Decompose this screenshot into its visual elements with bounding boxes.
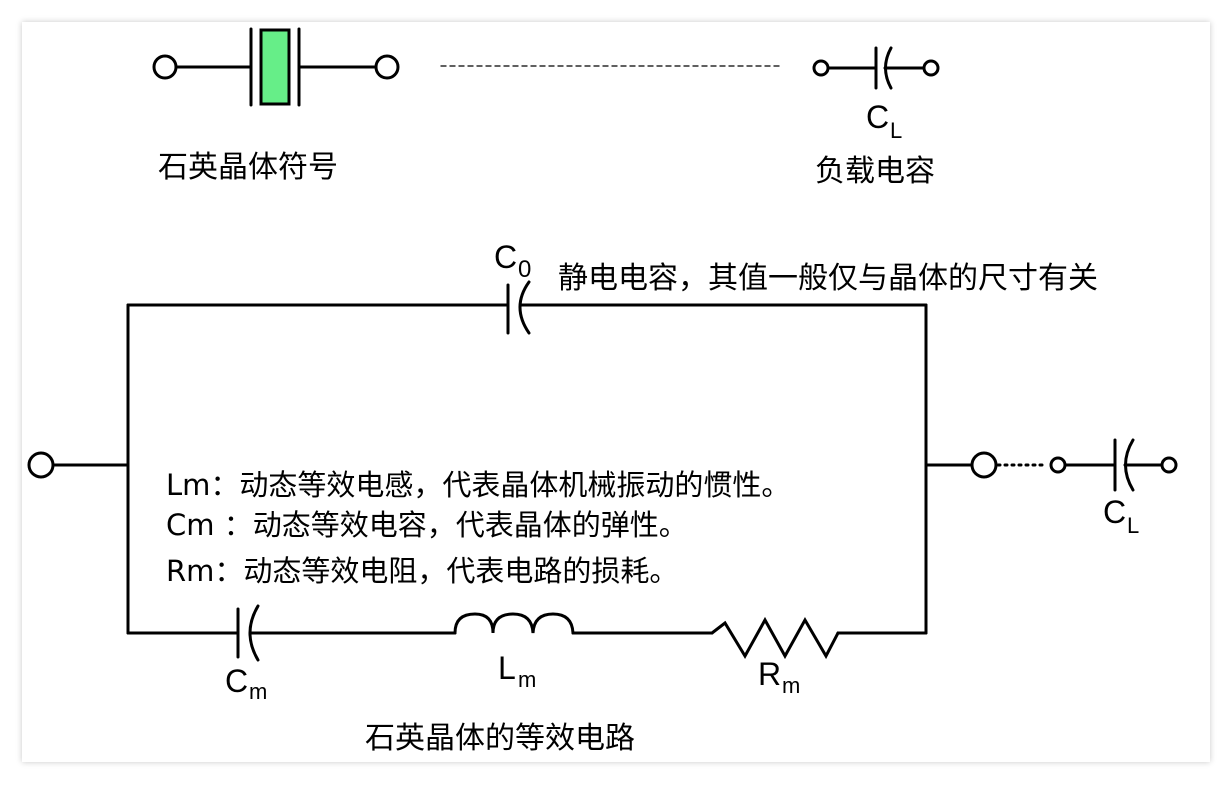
motional-branch: [126, 604, 928, 662]
svg-text:C: C: [1103, 494, 1126, 530]
cm-description: Cm ：动态等效电容，代表晶体的弹性。: [166, 508, 688, 542]
load-capacitor-symbol: [812, 46, 940, 90]
lm-description: Lm：动态等效电感，代表晶体机械振动的惯性。: [166, 468, 790, 502]
cl-top-label: C L: [866, 99, 902, 143]
svg-text:C: C: [866, 99, 889, 135]
lm-label: L m: [498, 650, 536, 692]
crystal-symbol-label: 石英晶体符号: [158, 150, 338, 185]
svg-text:C: C: [494, 239, 517, 275]
cm-label: C m: [225, 663, 267, 704]
circuit-title: 石英晶体的等效电路: [365, 721, 635, 756]
static-capacitance-note: 静电电容，其值一般仅与晶体的尺寸有关: [558, 261, 1098, 296]
lm-inductor: [453, 612, 575, 635]
circuit-wires: [27, 280, 1049, 635]
load-capacitor-right: [1049, 438, 1178, 492]
diagram-card: [22, 22, 1210, 762]
svg-text:C: C: [225, 663, 248, 699]
svg-text:R: R: [758, 656, 781, 692]
rm-resistor: [710, 616, 840, 660]
svg-text:L: L: [1127, 513, 1139, 538]
crystal-element: [259, 28, 291, 106]
svg-text:0: 0: [518, 256, 531, 283]
load-capacitor-label: 负载电容: [815, 154, 935, 189]
svg-text:L: L: [498, 650, 516, 686]
rm-description: Rm：动态等效电阻，代表电路的损耗。: [166, 554, 678, 588]
crystal-symbol: [152, 27, 400, 107]
rm-label: R m: [758, 656, 800, 698]
svg-text:m: m: [249, 679, 267, 704]
svg-text:m: m: [518, 667, 536, 692]
svg-text:L: L: [890, 118, 902, 143]
c0-label: C 0: [494, 239, 531, 283]
svg-text:m: m: [782, 673, 800, 698]
cl-right-label: C L: [1103, 494, 1139, 538]
